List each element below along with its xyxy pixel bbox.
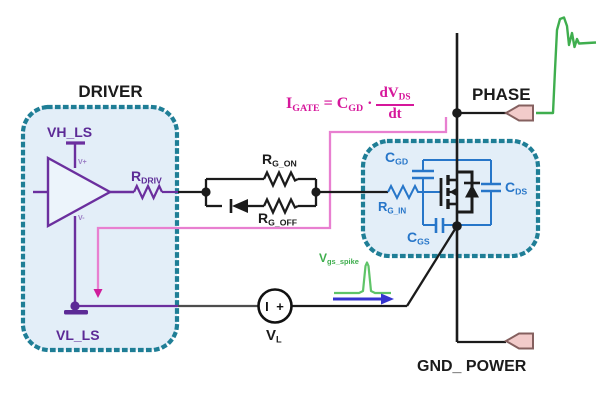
driver-gnd-node — [70, 301, 80, 311]
phase-pad-icon — [503, 104, 534, 122]
cds-capacitor-icon — [481, 182, 501, 193]
phase-node — [452, 108, 462, 118]
vminus-label: V- — [78, 215, 85, 222]
gate-left-node — [201, 187, 211, 197]
cds-label: CDS — [505, 179, 528, 197]
igate-formula: IGATE = CGD · dVDS dt — [286, 85, 414, 122]
mosfet-block — [360, 138, 541, 259]
rg-off-diode-icon — [229, 199, 248, 213]
formula-fraction: dVDS dt — [376, 85, 414, 122]
formula-equals: = — [323, 95, 333, 113]
formula-lhs: IGATE — [286, 94, 320, 114]
driver-gnd-bar-icon — [64, 310, 88, 315]
rg-off-label: RG_OFF — [258, 210, 298, 228]
opamp-icon — [33, 141, 134, 306]
power-path-wires — [178, 111, 506, 344]
cgd-capacitor-icon — [412, 169, 434, 180]
vgs-spike-waveform-icon — [334, 261, 391, 295]
phase-waveform-icon — [536, 16, 597, 115]
formula-rhs: CGD — [336, 94, 364, 114]
rdriv-label: RDRIV — [131, 168, 162, 186]
source-node — [452, 221, 462, 231]
gnd-power-label: GND_ POWER — [417, 358, 527, 375]
vl-source-icon — [257, 288, 293, 324]
gate-current-arrowhead-icon — [93, 289, 103, 298]
gate-right-node — [311, 187, 321, 197]
rg-on-label: RG_ON — [262, 151, 297, 169]
formula-times: · — [367, 95, 373, 113]
cgd-label: CGD — [385, 149, 409, 167]
rg-on-resistor-icon — [262, 169, 299, 189]
rg-in-label: RG_IN — [378, 199, 407, 216]
current-direction-arrow-icon — [333, 293, 394, 305]
driver-title: DRIVER — [78, 82, 143, 101]
vgs-spike-label: Vgs_spike — [319, 251, 359, 267]
vl-source-label: VL — [266, 327, 282, 345]
cgs-capacitor-icon — [434, 218, 445, 233]
vh-ls-label: VH_LS — [47, 124, 93, 140]
gate-current-path — [93, 117, 448, 298]
watermark — [485, 359, 542, 374]
rg-in-resistor-icon — [387, 183, 422, 201]
vl-source-symbol: I + — [265, 299, 286, 314]
cgs-label: CGS — [407, 229, 430, 247]
body-diode-icon — [464, 181, 480, 198]
vplus-label: V+ — [78, 159, 87, 166]
rg-off-resistor-icon — [262, 196, 299, 216]
vl-ls-label: VL_LS — [56, 327, 100, 343]
phase-label: PHASE — [472, 85, 531, 104]
gnd-pad-icon — [503, 332, 534, 350]
rdriv-resistor-icon — [133, 183, 178, 201]
